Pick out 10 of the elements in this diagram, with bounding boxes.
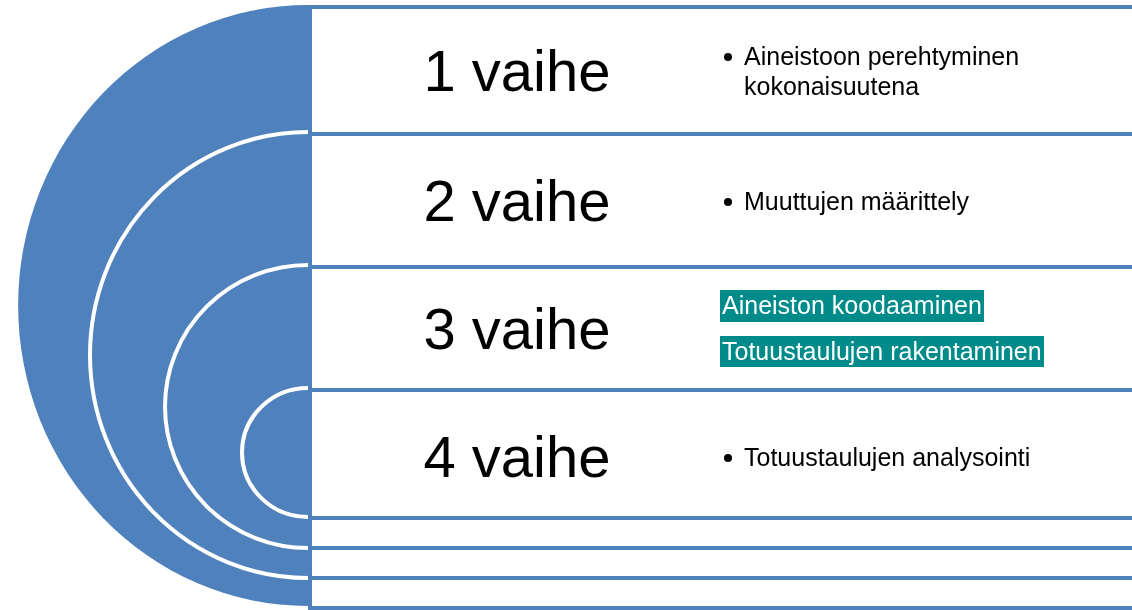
stage-title: 3 vaihe: [422, 295, 612, 363]
stage-band: [308, 5, 1132, 610]
stage-title: 2 vaihe: [422, 167, 612, 235]
highlighted-task-text: Totuustaulujen rakentaminen: [720, 335, 1044, 367]
task-text: Totuustaulujen analysointi: [744, 441, 1031, 472]
stage-title: 4 vaihe: [422, 423, 612, 491]
task-text: Aineistoon perehtyminen kokonaisuutena: [744, 40, 1021, 101]
stage-title: 1 vaihe: [422, 37, 612, 105]
highlighted-task-text: Aineiston koodaaminen: [720, 290, 984, 322]
task-text: Muuttujen määrittely: [744, 185, 970, 216]
